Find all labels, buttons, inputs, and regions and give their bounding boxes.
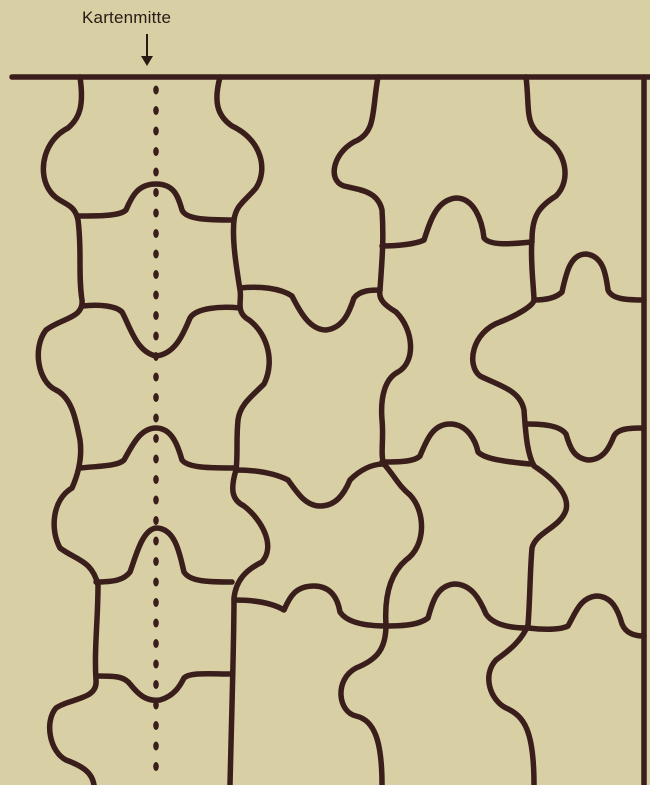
- center-dot: [153, 106, 159, 115]
- row-divider-c3-1: [382, 198, 532, 246]
- column-1-left-edge: [38, 77, 98, 785]
- center-dot: [153, 660, 159, 669]
- center-dot: [153, 311, 159, 320]
- column-3-left-edge: [334, 77, 421, 785]
- center-dot: [153, 209, 159, 218]
- row-divider-c2-3: [234, 586, 386, 626]
- center-dot: [153, 270, 159, 279]
- row-divider-c4-3: [528, 596, 644, 636]
- row-divider-c3-3: [386, 584, 528, 628]
- center-dot: [153, 721, 159, 730]
- center-dot: [153, 291, 159, 300]
- row-divider-c1-5: [96, 674, 230, 701]
- center-dot: [153, 475, 159, 484]
- center-dot: [153, 742, 159, 751]
- row-divider-c4-2: [526, 424, 644, 460]
- center-dot: [153, 332, 159, 341]
- center-dot: [153, 147, 159, 156]
- center-dot: [153, 578, 159, 587]
- center-arrow-icon: [141, 34, 153, 66]
- center-dot: [153, 414, 159, 423]
- center-dot: [153, 496, 159, 505]
- row-divider-c1-2: [82, 305, 240, 356]
- center-dot: [153, 557, 159, 566]
- center-dot: [153, 619, 159, 628]
- center-dot: [153, 639, 159, 648]
- row-divider-c1-4: [96, 528, 232, 582]
- row-divider-c2-2: [236, 464, 384, 506]
- center-dot: [153, 434, 159, 443]
- center-dot: [153, 516, 159, 525]
- row-divider-c3-2: [382, 424, 530, 464]
- center-dot: [153, 680, 159, 689]
- center-dot: [153, 168, 159, 177]
- center-dot: [153, 188, 159, 197]
- center-dot: [153, 127, 159, 136]
- center-dot: [153, 250, 159, 259]
- center-dot: [153, 393, 159, 402]
- row-divider-c2-1: [240, 287, 380, 330]
- center-dot: [153, 352, 159, 361]
- center-dot: [153, 373, 159, 382]
- column-2-left-edge: [217, 77, 269, 785]
- center-dot: [153, 598, 159, 607]
- center-dot: [153, 537, 159, 546]
- center-dot: [153, 455, 159, 464]
- center-dot: [153, 762, 159, 771]
- center-dot: [153, 86, 159, 95]
- row-divider-c4-1: [534, 254, 644, 300]
- center-dot: [153, 229, 159, 238]
- column-4-left-edge: [473, 77, 567, 785]
- center-dot: [153, 701, 159, 710]
